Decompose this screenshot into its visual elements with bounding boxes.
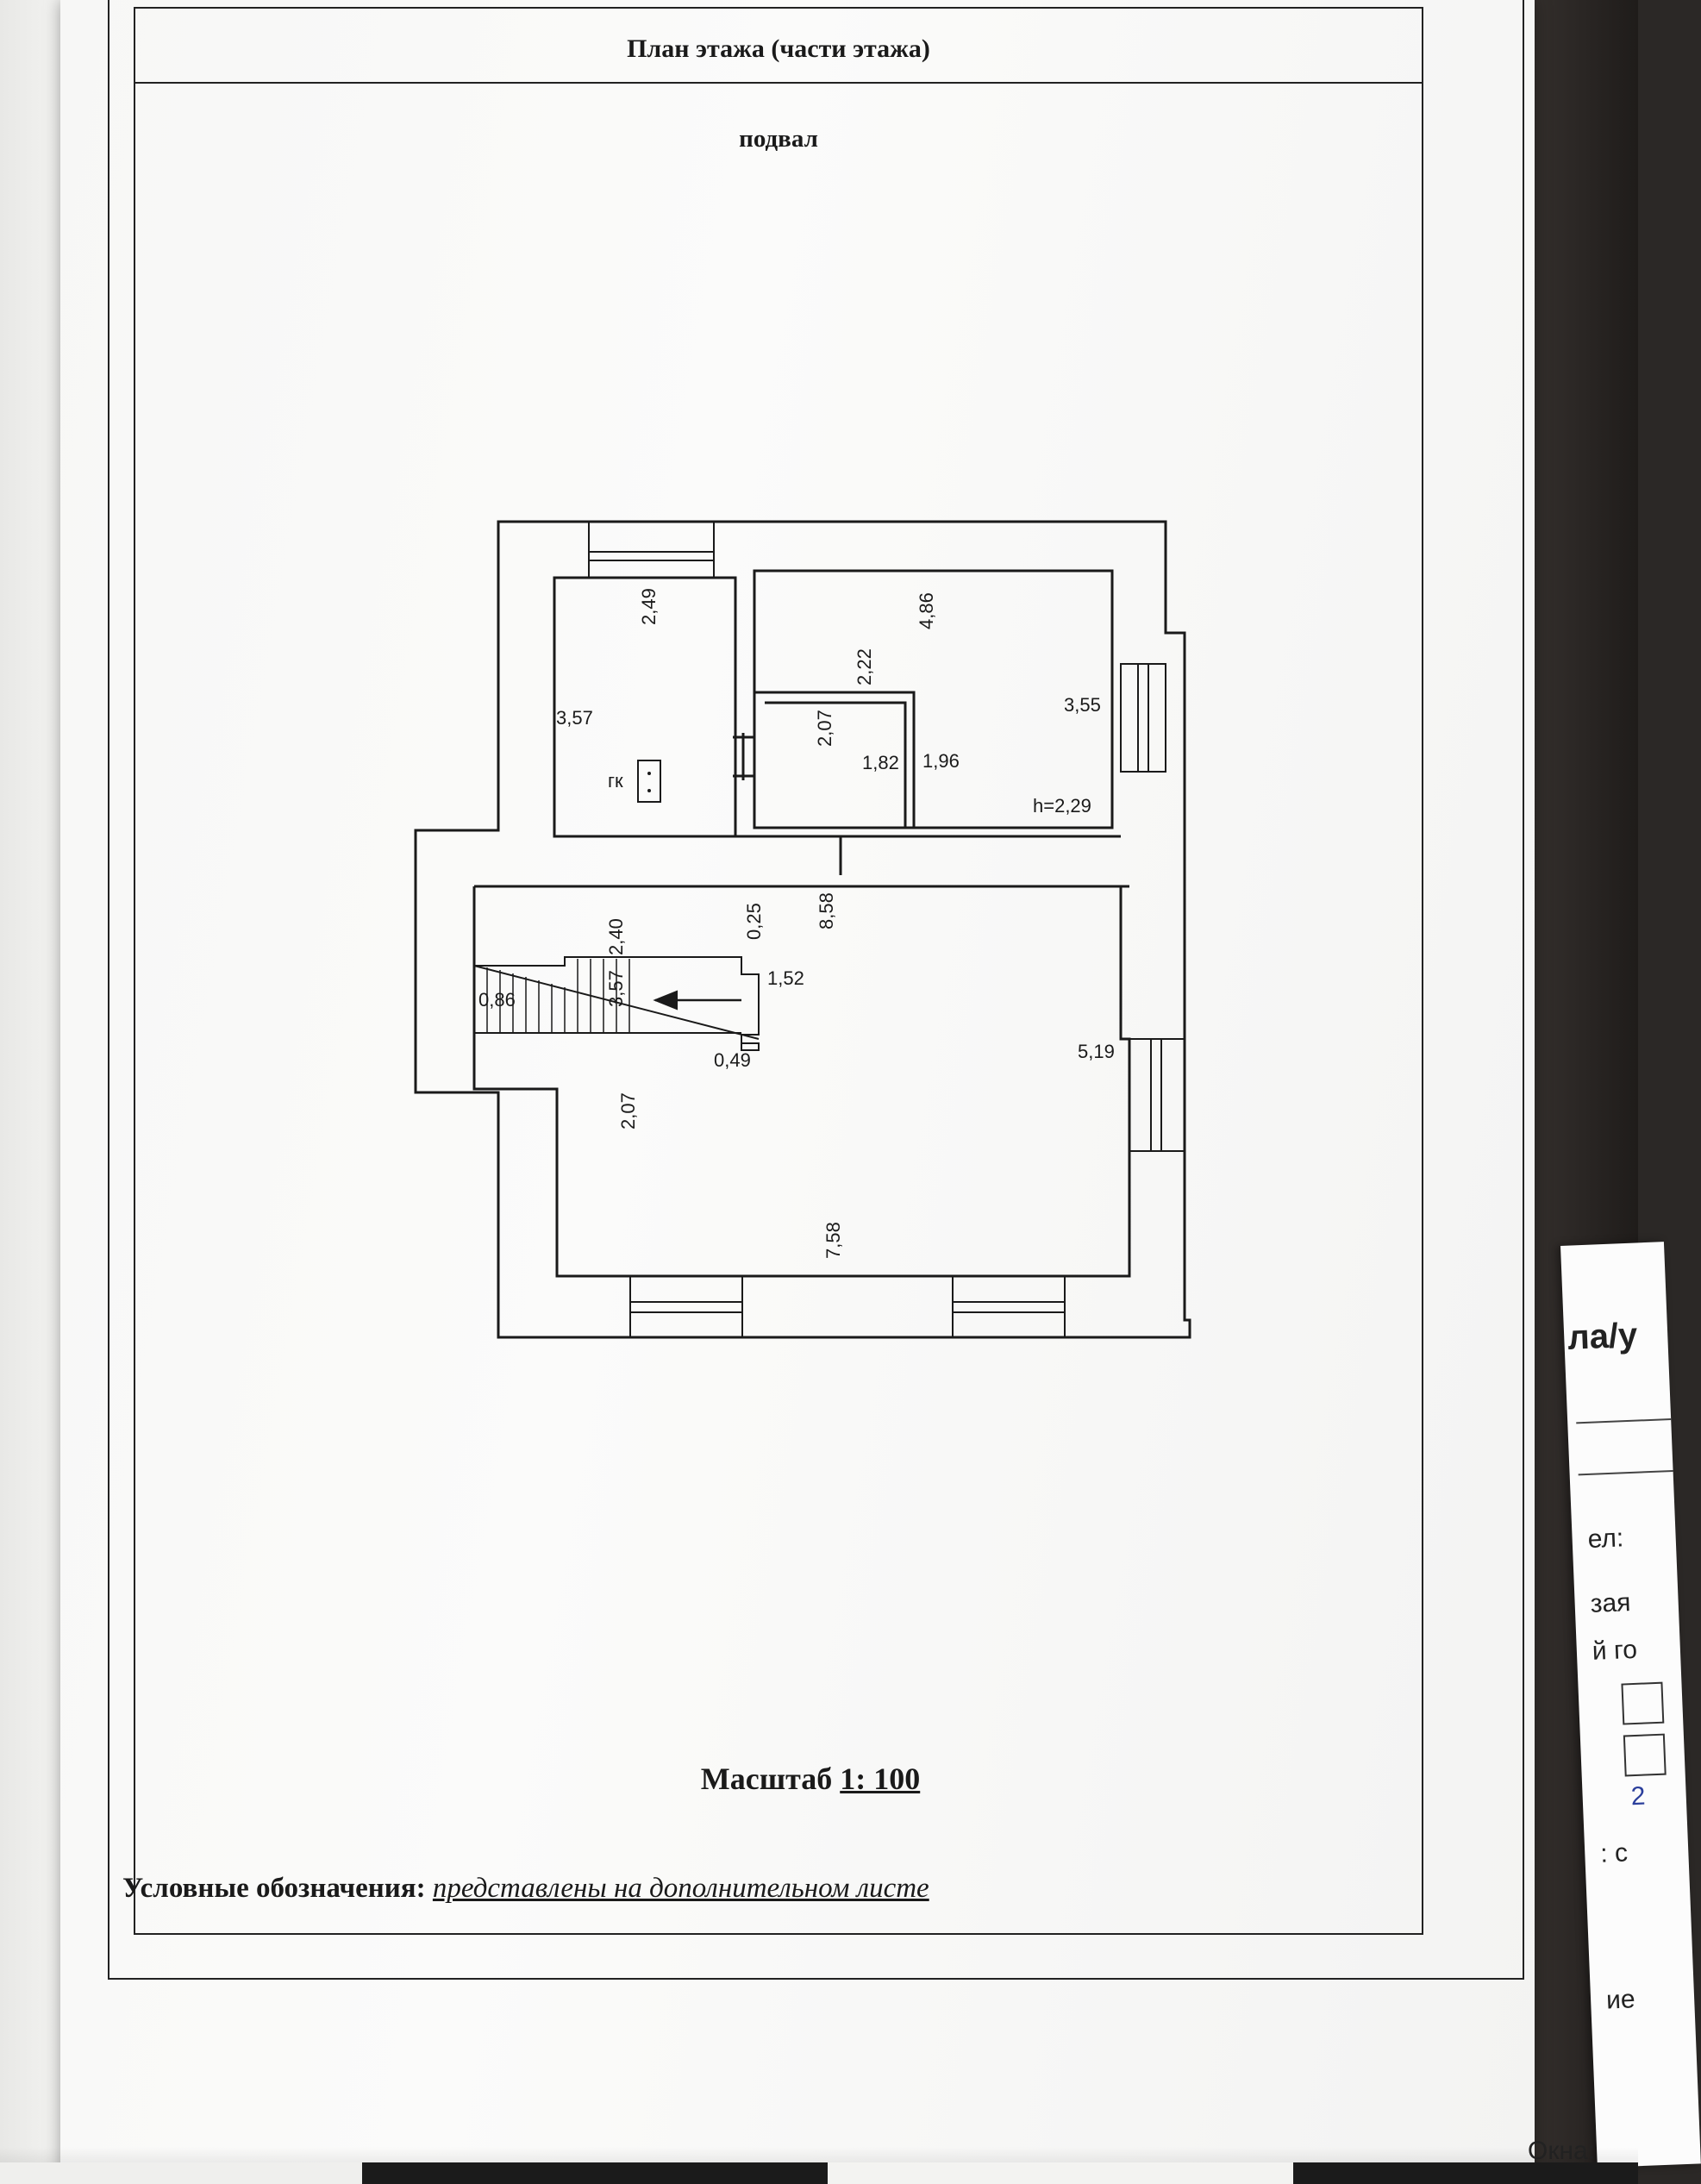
dim-3-57-stair: 3,57 xyxy=(605,970,627,1007)
outer-walls xyxy=(414,520,1191,1339)
scale-line: Масштаб 1: 100 xyxy=(603,1761,1017,1797)
window-top xyxy=(588,521,715,579)
side-fragment-8: Окна: xyxy=(1528,2137,1595,2166)
dim-0-25: 0,25 xyxy=(743,903,765,940)
legend-label: Условные обозначения: xyxy=(122,1873,426,1904)
dim-4-86: 4,86 xyxy=(916,592,937,629)
dim-7-58: 7,58 xyxy=(822,1222,844,1259)
dimension-labels: 2,49 4,86 2,22 3,57 2,07 1,82 1,96 3,55 … xyxy=(478,588,1115,1259)
closet-wall-inner xyxy=(765,701,907,828)
floor-name: подвал xyxy=(739,125,818,153)
room-top-right xyxy=(753,569,1114,829)
dim-height: h=2,29 xyxy=(1033,795,1091,817)
side-rule-2 xyxy=(1578,1469,1673,1476)
side-fragment-5: 2 xyxy=(1630,1781,1647,1812)
scale-label: Масштаб xyxy=(700,1762,833,1796)
dim-1-52: 1,52 xyxy=(767,967,804,989)
inner-frame xyxy=(134,7,1423,1935)
boiler-label: гк xyxy=(608,770,623,792)
side-fragment-2: ел: xyxy=(1587,1524,1624,1554)
side-fragment-3: зая xyxy=(1590,1588,1632,1618)
dim-2-49: 2,49 xyxy=(638,588,660,625)
dim-2-07-top: 2,07 xyxy=(814,710,835,747)
legend-value: представлены на дополнительном листе xyxy=(432,1873,929,1904)
bottom-sheet-left xyxy=(0,2162,362,2184)
dim-2-22: 2,22 xyxy=(854,648,875,685)
sheet-title: План этажа (части этажа) xyxy=(627,34,930,63)
floor-plan-drawing: гк 2,49 4,86 2,22 3,57 2,07 1,82 1,96 3,… xyxy=(414,520,1191,1339)
dim-1-82: 1,82 xyxy=(862,752,899,773)
dim-8-58: 8,58 xyxy=(816,892,837,929)
title-rule xyxy=(135,82,1422,84)
door-marks xyxy=(733,733,842,875)
outer-frame xyxy=(108,0,1524,1980)
window-bottom-right xyxy=(952,1275,1066,1338)
dim-5-19: 5,19 xyxy=(1078,1041,1115,1062)
side-checkbox-2 xyxy=(1623,1733,1667,1777)
side-fragment-4: й го xyxy=(1592,1635,1638,1666)
staircase xyxy=(473,956,760,1051)
dim-2-40: 2,40 xyxy=(605,918,627,955)
closet-wall xyxy=(754,691,916,828)
window-right-lower xyxy=(1129,1038,1185,1152)
side-fragment-1: ла/у xyxy=(1567,1316,1639,1357)
side-checkbox-1 xyxy=(1621,1681,1665,1725)
dim-0-86: 0,86 xyxy=(478,989,516,1011)
windows xyxy=(588,521,1185,1338)
floor-plan-sheet xyxy=(60,0,1535,2184)
side-fragment-6: : с xyxy=(1599,1838,1629,1868)
side-rule-1 xyxy=(1576,1418,1672,1424)
dim-3-55: 3,55 xyxy=(1064,694,1101,716)
dim-2-07-bottom: 2,07 xyxy=(617,1092,639,1130)
legend-line: Условные обозначения: представлены на до… xyxy=(122,1873,1329,1905)
scale-value: 1: 100 xyxy=(840,1762,921,1796)
room-main xyxy=(472,885,1131,1278)
boiler-symbol xyxy=(637,760,661,803)
window-right-upper xyxy=(1120,663,1166,773)
dim-0-49: 0,49 xyxy=(714,1049,751,1071)
dim-1-96: 1,96 xyxy=(922,750,960,772)
side-fragment-7: ие xyxy=(1605,1985,1636,2015)
bottom-edge xyxy=(0,2162,1638,2184)
dim-3-57-top: 3,57 xyxy=(556,707,593,729)
bottom-sheet-right xyxy=(828,2162,1293,2184)
window-bottom-left xyxy=(629,1275,743,1338)
inner-walls xyxy=(472,569,1131,1278)
